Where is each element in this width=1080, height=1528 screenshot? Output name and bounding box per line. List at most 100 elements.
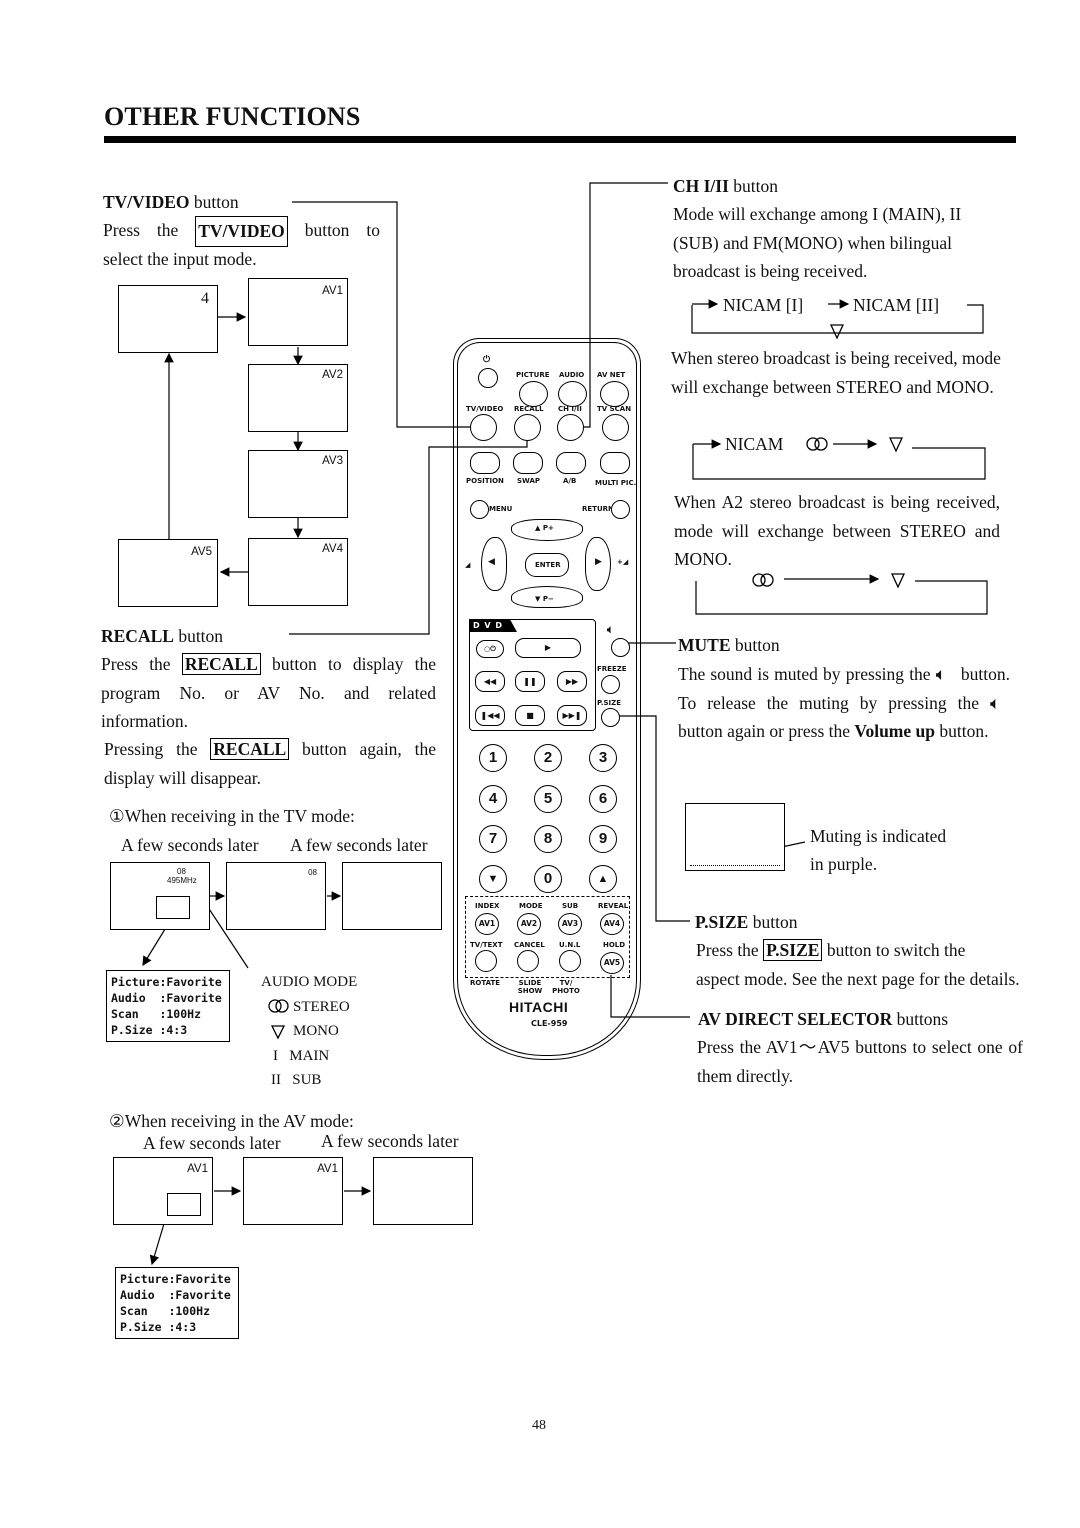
p-minus-button[interactable] — [511, 586, 583, 608]
swap-button[interactable] — [513, 452, 543, 474]
screen-av3: AV3 — [248, 450, 348, 518]
av1-button[interactable]: AV1 — [475, 913, 499, 935]
avnet-label: AV NET — [597, 371, 626, 379]
audio-button[interactable] — [558, 381, 587, 407]
reveal-label: REVEAL — [598, 902, 629, 910]
pause-button[interactable]: ❚❚ — [515, 671, 545, 692]
muting-screen — [685, 803, 785, 871]
digit-1-button[interactable]: 1 — [479, 744, 507, 772]
av5-button[interactable]: AV5 — [600, 952, 624, 974]
mute-note-1: Muting is indicated — [810, 826, 947, 846]
ab-label: A/B — [563, 477, 577, 485]
power-button[interactable] — [478, 368, 498, 388]
av-mode-screen-1: AV1 — [113, 1157, 213, 1225]
recall-key: RECALL — [181, 653, 261, 675]
chii-para2: When stereo broadcast is being received,… — [671, 348, 1001, 397]
audio-mode-legend: AUDIO MODE STEREO MONO I MAIN II SUB — [261, 970, 357, 1093]
brand-logo: HITACHI — [509, 999, 569, 1015]
channel-up-button[interactable]: ▲ — [589, 865, 617, 893]
mute-icon: 🔈︎ — [935, 664, 947, 684]
mute-note-2: in purple. — [810, 854, 878, 874]
mode-label: MODE — [519, 902, 543, 910]
left-arrow-icon: ◀ — [488, 557, 495, 567]
psize-para-2: aspect mode. See the next page for the d… — [696, 969, 1020, 989]
ab-button[interactable] — [556, 452, 586, 474]
digit-3-button[interactable]: 3 — [589, 744, 617, 772]
tv-scan-button[interactable] — [602, 414, 629, 441]
p-minus-label: ▼ P− — [535, 595, 554, 603]
digit-5-button[interactable]: 5 — [534, 785, 562, 813]
av-mode-screen-3 — [373, 1157, 473, 1225]
multi-pic-button[interactable] — [600, 452, 630, 474]
psize-button[interactable] — [601, 708, 620, 727]
ch-i-ii-button[interactable] — [557, 414, 584, 441]
picture-button[interactable] — [519, 381, 548, 407]
mute-icon-2: 🔈︎ — [990, 692, 1001, 713]
digit-4-button[interactable]: 4 — [479, 785, 507, 813]
menu-button[interactable] — [470, 500, 489, 519]
av3-button[interactable]: AV3 — [558, 913, 582, 935]
digit-7-button[interactable]: 7 — [479, 825, 507, 853]
ch-label: CH I/II — [558, 405, 582, 413]
digit-8-button[interactable]: 8 — [534, 825, 562, 853]
psize-para: Press the P.SIZE button to switch the — [696, 939, 966, 961]
index-label: INDEX — [475, 902, 500, 910]
cancel-button[interactable] — [517, 950, 539, 972]
unl-label: U.N.L — [559, 941, 581, 949]
chii-heading: CH I/II button — [673, 176, 779, 196]
digit-6-button[interactable]: 6 — [589, 785, 617, 813]
av2-button[interactable]: AV2 — [517, 913, 541, 935]
av-mode-screen-2: AV1 — [243, 1157, 343, 1225]
psize-key: P.SIZE — [763, 939, 823, 961]
digit-0-button[interactable]: 0 — [534, 865, 562, 893]
tv-video-label: TV/VIDEO — [466, 405, 504, 413]
psize-label: P.SIZE — [597, 699, 622, 707]
page-number: 48 — [532, 1418, 546, 1433]
chii-para1: Mode will exchange among I (MAIN), II (S… — [673, 204, 962, 281]
menu-label: MENU — [489, 505, 513, 513]
stop-button[interactable]: ■ — [515, 705, 545, 726]
power-icon: ⏻ — [483, 355, 491, 365]
fast-forward-button[interactable]: ▶▶ — [557, 671, 587, 692]
swap-label: SWAP — [517, 477, 540, 485]
model-label: CLE-959 — [531, 1019, 568, 1028]
next-button[interactable]: ▶▶❚ — [557, 705, 587, 726]
dvd-tab — [469, 619, 517, 632]
nicam-ii-label: NICAM [II] — [853, 295, 940, 315]
rewind-button[interactable]: ◀◀ — [475, 671, 505, 692]
prev-button[interactable]: ❚◀◀ — [475, 705, 505, 726]
enter-label: ENTER — [535, 561, 561, 569]
enter-button[interactable] — [525, 553, 569, 577]
digit-2-button[interactable]: 2 — [534, 744, 562, 772]
unl-button[interactable] — [559, 950, 581, 972]
audio-mode-title: AUDIO MODE — [261, 974, 358, 990]
channel-down-button[interactable]: ▼ — [479, 865, 507, 893]
recall-heading: RECALL button — [101, 626, 224, 646]
av4-button[interactable]: AV4 — [600, 913, 624, 935]
vol-up-button[interactable] — [585, 537, 611, 591]
p-plus-button[interactable] — [511, 519, 583, 541]
recall-button[interactable] — [514, 414, 541, 441]
position-button[interactable] — [470, 452, 500, 474]
tv-mode-screen-1: 08 495MHz — [110, 862, 210, 930]
vol-down-button[interactable] — [481, 537, 507, 591]
av-net-button[interactable] — [600, 381, 629, 407]
play-button[interactable]: ▶ — [515, 638, 581, 658]
tv-video-button[interactable] — [470, 414, 497, 441]
mute-button[interactable] — [611, 638, 630, 657]
few-seconds-4: A few seconds later — [321, 1131, 459, 1151]
nicam-stereo-label: NICAM — [725, 434, 784, 454]
return-button[interactable] — [611, 500, 630, 519]
screen-tv: 4 — [118, 285, 218, 353]
digit-9-button[interactable]: 9 — [589, 825, 617, 853]
nicam-i-label: NICAM [I] — [723, 295, 804, 315]
recall-key-2: RECALL — [210, 738, 290, 760]
p-plus-label: ▲ P+ — [535, 524, 554, 532]
freeze-button[interactable] — [601, 675, 620, 694]
tv-text-button[interactable] — [475, 950, 497, 972]
av-selector-panel — [465, 896, 630, 978]
mute-heading: MUTE button — [678, 635, 780, 655]
dvd-power-button[interactable]: ○⏻ — [476, 640, 504, 658]
